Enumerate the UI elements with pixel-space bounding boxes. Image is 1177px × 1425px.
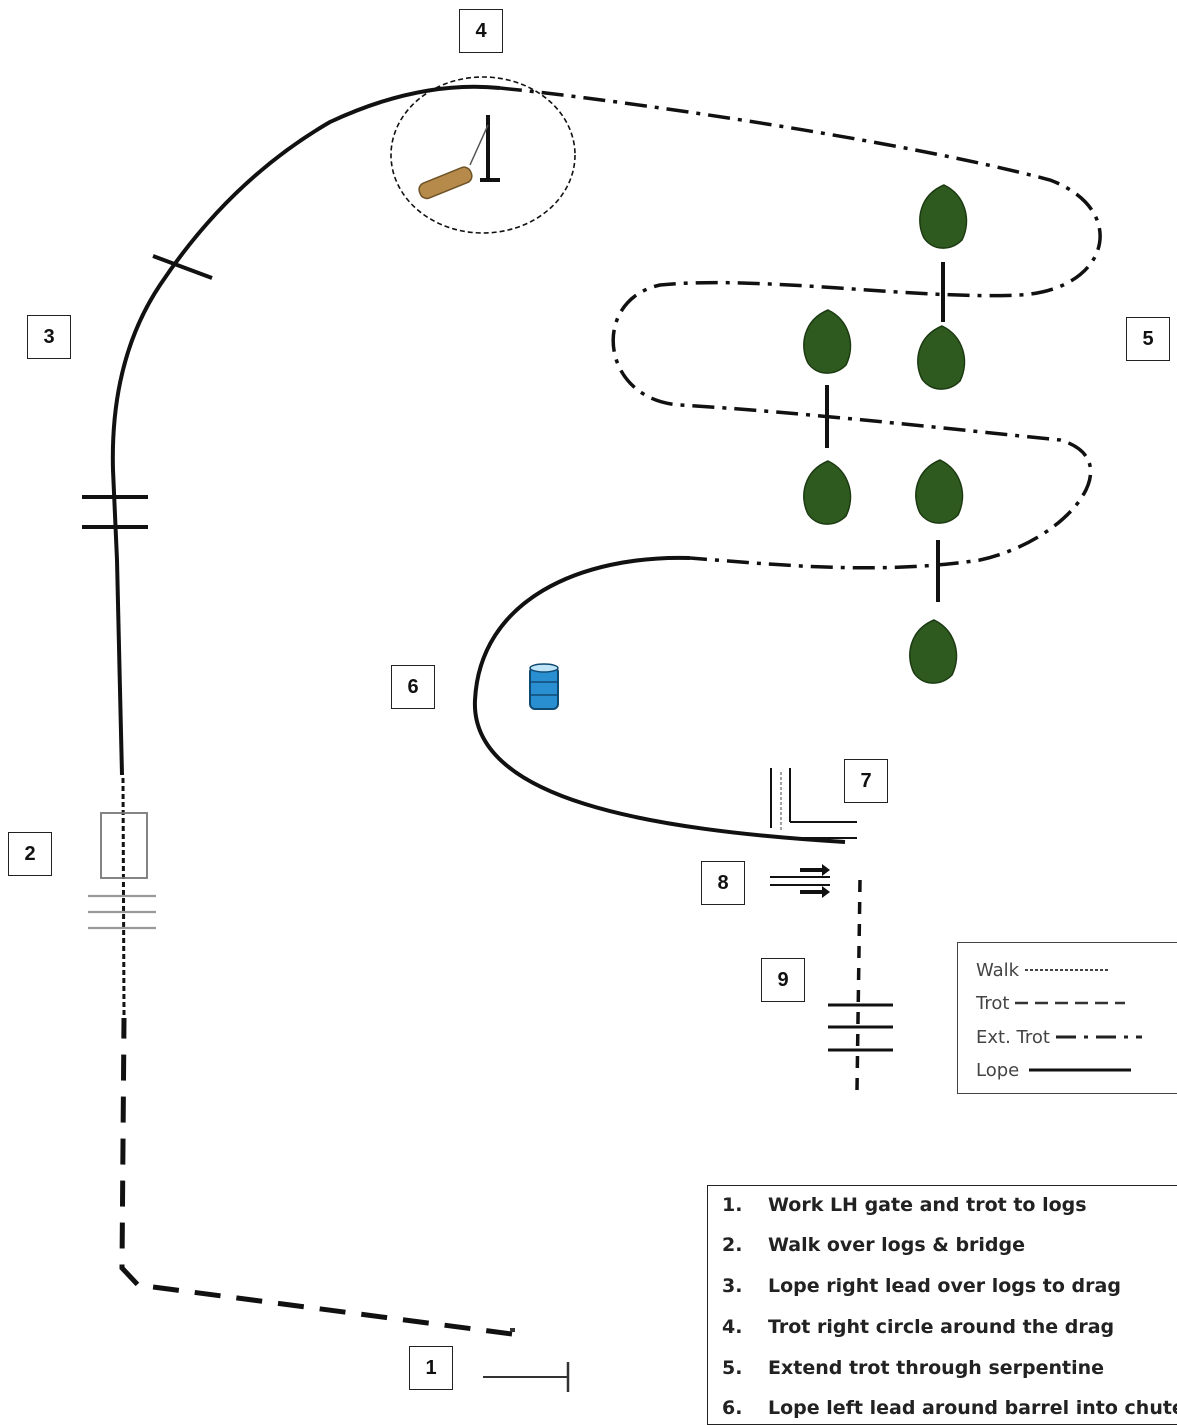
tree — [919, 184, 968, 249]
trot-path-start — [119, 1017, 513, 1337]
side-pass — [770, 864, 830, 898]
step-item: 2.Walk over logs & bridge — [722, 1234, 1026, 1256]
chute — [770, 768, 857, 839]
step-item: 5.Extend trot through serpentine — [722, 1357, 1105, 1379]
legend-ext-trot: Ext. Trot — [976, 1022, 1142, 1052]
legend-walk-label: Walk — [976, 959, 1020, 981]
legend: Walk Trot Ext. Trot Lope — [957, 942, 1177, 1094]
ext-trot-serpentine — [499, 86, 1102, 570]
barrel — [529, 663, 559, 710]
ext-trot-swatch — [1055, 1035, 1142, 1039]
marker-8: 8 — [701, 861, 745, 905]
tree — [909, 619, 958, 684]
step-item: 1.Work LH gate and trot to logs — [722, 1194, 1087, 1216]
step-item: 4.Trot right circle around the drag — [722, 1316, 1115, 1338]
marker-1: 1 — [409, 1346, 453, 1390]
walk-swatch — [1025, 969, 1110, 971]
legend-lope-label: Lope — [976, 1059, 1020, 1081]
legend-trot-label: Trot — [976, 992, 1010, 1014]
marker-7: 7 — [844, 759, 888, 803]
tree — [803, 460, 852, 525]
gate — [483, 1328, 570, 1392]
drag-circle — [390, 76, 576, 234]
marker-5: 5 — [1126, 317, 1170, 361]
tree — [915, 459, 964, 524]
lope-path-left-lead — [472, 555, 846, 844]
step-item: 3.Lope right lead over logs to drag — [722, 1275, 1121, 1297]
lope-swatch — [1029, 1068, 1132, 1072]
trot-path-finish — [855, 879, 862, 1091]
tree — [803, 309, 852, 374]
step-list: 1.Work LH gate and trot to logs 2.Walk o… — [707, 1185, 1177, 1425]
marker-3: 3 — [27, 315, 71, 359]
marker-6: 6 — [391, 665, 435, 709]
marker-9: 9 — [761, 958, 805, 1002]
legend-ext-trot-label: Ext. Trot — [976, 1026, 1050, 1048]
tree — [917, 325, 966, 390]
legend-walk: Walk — [976, 955, 1110, 985]
marker-2: 2 — [8, 832, 52, 876]
marker-4: 4 — [459, 9, 503, 53]
lope-path-right-lead — [110, 84, 501, 776]
drag-log — [418, 115, 500, 200]
lope-log-1 — [152, 254, 213, 280]
legend-trot: Trot — [976, 988, 1126, 1018]
trot-swatch — [1015, 1001, 1126, 1005]
step-item: 6.Lope left lead around barrel into chut… — [722, 1397, 1177, 1419]
legend-lope: Lope — [976, 1055, 1135, 1085]
bridge — [100, 812, 148, 879]
